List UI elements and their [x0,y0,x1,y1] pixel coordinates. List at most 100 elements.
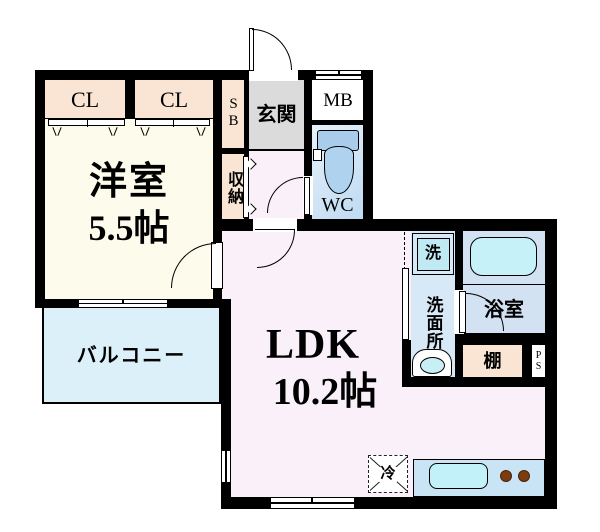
window-tick [311,498,313,504]
storage-closet [222,154,244,219]
toilet-bowl [324,146,354,194]
western-room-balcony-window [78,299,168,308]
wall-washroom-bath-upper [455,231,463,291]
closet-right-label: CL [135,86,213,114]
label-text: MB [323,89,353,111]
label-text: バルコニー [76,345,187,367]
bathtub [470,237,537,276]
refrigerator-label: 冷 [379,465,397,482]
wall-left [35,70,45,308]
toilet-flush-handle [312,149,322,161]
label-text: SB [225,96,242,130]
toilet-door-leaf [303,176,310,215]
entrance-door-opening [249,69,298,81]
window-line [225,451,227,482]
balcony [42,308,221,404]
washroom-sliding-door-track [404,232,405,270]
bathroom-label: 浴室 [466,297,542,323]
balcony-label: バルコニー [44,343,219,369]
meter-box-label: MB [313,88,363,112]
shelf-area [463,345,522,377]
hanger-hook-icon [196,127,206,136]
entrance-label: 玄関 [250,102,303,128]
label-text: WC [321,194,354,216]
western-room-size-label: 5.5帖 [45,206,213,250]
closet-right-hanger-bar [135,119,210,127]
hanger-bar-tick [173,120,174,127]
bath-tub-divider-line [463,283,545,285]
ldk-label: LDK [238,320,388,370]
wall-right-lower [545,219,557,509]
wall-mb-wc-divider [312,120,363,125]
wall-right-upper [363,70,373,231]
entrance-step-line [249,148,304,151]
washing-machine-label: 洗 [424,245,441,262]
wall-band-left [213,219,253,231]
wall-shelf-ps-divider [522,345,532,377]
label-text: LDK [265,322,360,368]
hanger-hook-icon [140,127,150,136]
ldk-bottom-window [270,497,355,509]
ldk-size-label: 10.2帖 [240,369,410,415]
wall-top-left [35,70,249,80]
washroom-label: 洗面所 [422,282,444,364]
bathroom-door-leaf [459,291,466,333]
kitchen-sink [429,463,488,489]
label-text: 浴室 [484,299,524,321]
label-text: CL [70,87,100,112]
washroom-sink-basin [419,356,445,374]
label-text: 玄関 [256,104,297,126]
hanger-hook-icon [108,127,118,136]
label-text: 10.2帖 [272,371,378,413]
storage-label: 収納 [222,160,244,216]
entrance-area [249,80,304,149]
wall-top-mid [298,70,315,80]
wall-washroom-left-lower [402,340,411,387]
hanger-bar-tick [87,120,88,127]
window-tick [122,300,124,304]
ldk-left-window [221,450,231,483]
toilet-label: WC [314,193,361,217]
entrance-door-arc [252,29,292,70]
wall-ldk-left-upper [221,299,231,450]
label-text: 洗面所 [423,296,443,350]
storage-door-panel [243,156,249,218]
label-text: 収納 [225,171,242,205]
window-line [271,502,354,504]
label-text: 棚 [483,351,502,371]
wall-shelf-bottom [402,377,545,387]
shoe-box-label: SB [222,86,244,140]
label-text: 洋室 [88,161,169,203]
stove-burner-icon [500,470,512,482]
washroom-sliding-door-panel [402,268,409,340]
pipe-space-label: PS [531,344,545,378]
wall-bath-bottom [455,333,545,345]
western-room-label: 洋室 [45,159,213,205]
shoe-box [222,80,244,148]
window-tick [338,71,340,76]
meter-box [312,80,363,120]
wall-hall-right [304,80,312,219]
pipe-space [532,345,545,377]
wall-western-right [213,80,222,308]
washing-machine: 洗 [416,237,450,271]
wall-washroom-bath-lower [455,333,463,387]
meter-box-window [315,70,362,80]
hanger-hook-icon [52,127,62,136]
shelf-label: 棚 [463,349,522,373]
wall-band-right [297,219,557,231]
closet-right [135,80,213,118]
label-text: CL [159,87,189,112]
stove-burner-icon [518,470,530,482]
wall-ldk-left-lower [221,483,231,509]
closet-left-label: CL [45,86,125,114]
wall-bottom-right [355,497,557,509]
wall-bottom-left [221,497,270,509]
label-text: 5.5帖 [88,208,170,248]
wall-closet-divider [125,80,135,118]
closet-front-line [45,117,213,119]
wall-shoebox-storage-divider [222,148,249,154]
label-text: PS [533,350,544,372]
refrigerator: 冷 [368,455,408,493]
